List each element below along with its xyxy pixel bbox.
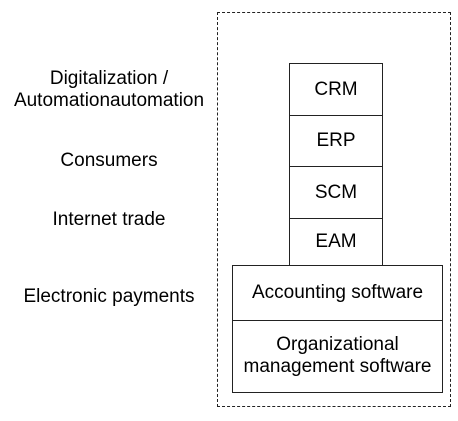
label-digitalization: Digitalization / Automationautomation [13, 68, 205, 111]
label-internet-trade: Internet trade [52, 209, 166, 230]
box-eam: EAM [289, 217, 383, 267]
box-accounting-software: Accounting software [232, 265, 443, 321]
box-crm-label: CRM [314, 78, 358, 100]
box-erp: ERP [289, 114, 383, 168]
box-scm-label: SCM [314, 181, 358, 203]
box-erp-label: ERP [316, 130, 356, 151]
box-eam-label: EAM [315, 231, 357, 252]
label-electronic-payments: Electronic payments [23, 286, 195, 307]
dashed-boundary-frame [217, 12, 451, 407]
box-crm: CRM [289, 63, 383, 116]
label-consumers: Consumers [60, 150, 158, 171]
box-accounting-label: Accounting software [251, 282, 424, 303]
box-organizational-label: Organizational management software [243, 334, 432, 377]
box-organizational-management: Organizational management software [232, 319, 443, 393]
box-scm: SCM [289, 166, 383, 219]
